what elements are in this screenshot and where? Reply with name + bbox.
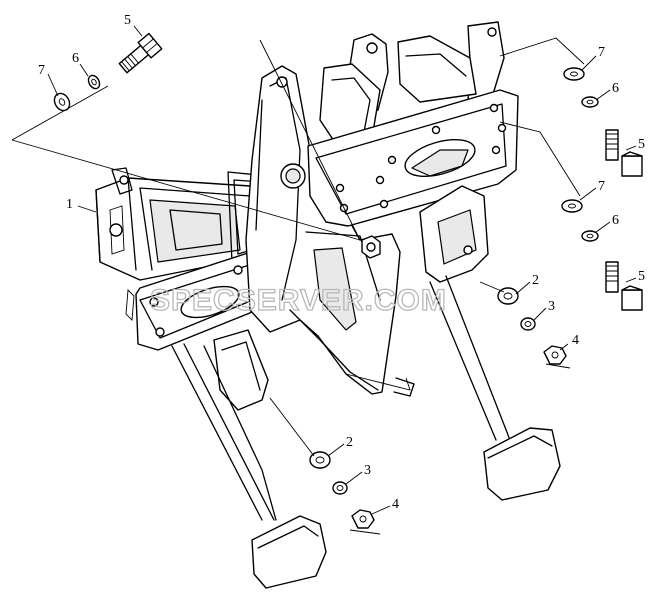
callout-3-clutch: 3 <box>364 463 371 478</box>
middle-right-fastener-stack <box>561 199 643 311</box>
flat-washer-icon <box>309 451 331 469</box>
callout-2-clutch: 2 <box>346 435 353 450</box>
leader-lines <box>11 25 637 535</box>
brake-pivot-fastener-stack <box>497 287 567 365</box>
callout-labels: 1 5 6 7 7 6 5 7 6 5 2 3 4 2 3 4 <box>38 13 645 512</box>
callout-7-middle-right: 7 <box>598 179 605 194</box>
callout-2-brake: 2 <box>532 273 539 288</box>
lock-washer-icon <box>520 317 536 331</box>
callout-1: 1 <box>66 197 73 212</box>
bolt-icon <box>605 129 643 177</box>
right-pedal-bracket <box>307 21 519 283</box>
nut-icon <box>351 509 375 529</box>
clutch-pivot-fastener-stack <box>309 451 375 529</box>
brake-pedal <box>429 275 561 501</box>
lock-washer-icon <box>581 96 599 108</box>
clutch-pedal <box>171 343 327 589</box>
watermark-text: SPECSERVER.COM <box>150 284 447 317</box>
callout-4-clutch: 4 <box>392 497 399 512</box>
central-support-bracket <box>213 65 415 411</box>
callout-6-middle-right: 6 <box>612 213 619 228</box>
callout-6-top-left: 6 <box>72 51 79 66</box>
callout-6-upper-right: 6 <box>612 81 619 96</box>
flat-washer-icon <box>563 67 585 81</box>
lock-washer-icon <box>332 481 348 495</box>
upper-right-fastener-stack <box>563 67 643 177</box>
callout-3-brake: 3 <box>548 299 555 314</box>
callout-5-upper-right: 5 <box>638 137 645 152</box>
flat-washer-icon <box>561 199 583 213</box>
bolt-icon <box>118 32 163 74</box>
callout-5-top-left: 5 <box>124 13 131 28</box>
nut-icon <box>543 345 567 365</box>
callout-4-brake: 4 <box>572 333 579 348</box>
callout-7-upper-right: 7 <box>598 45 605 60</box>
callout-7-top-left: 7 <box>38 63 45 78</box>
callout-5-middle-right: 5 <box>638 269 645 284</box>
lock-washer-icon <box>87 74 101 90</box>
top-left-fastener-stack <box>53 32 163 112</box>
lock-washer-icon <box>581 230 599 242</box>
bolt-icon <box>605 261 643 311</box>
flat-washer-icon <box>53 92 71 112</box>
